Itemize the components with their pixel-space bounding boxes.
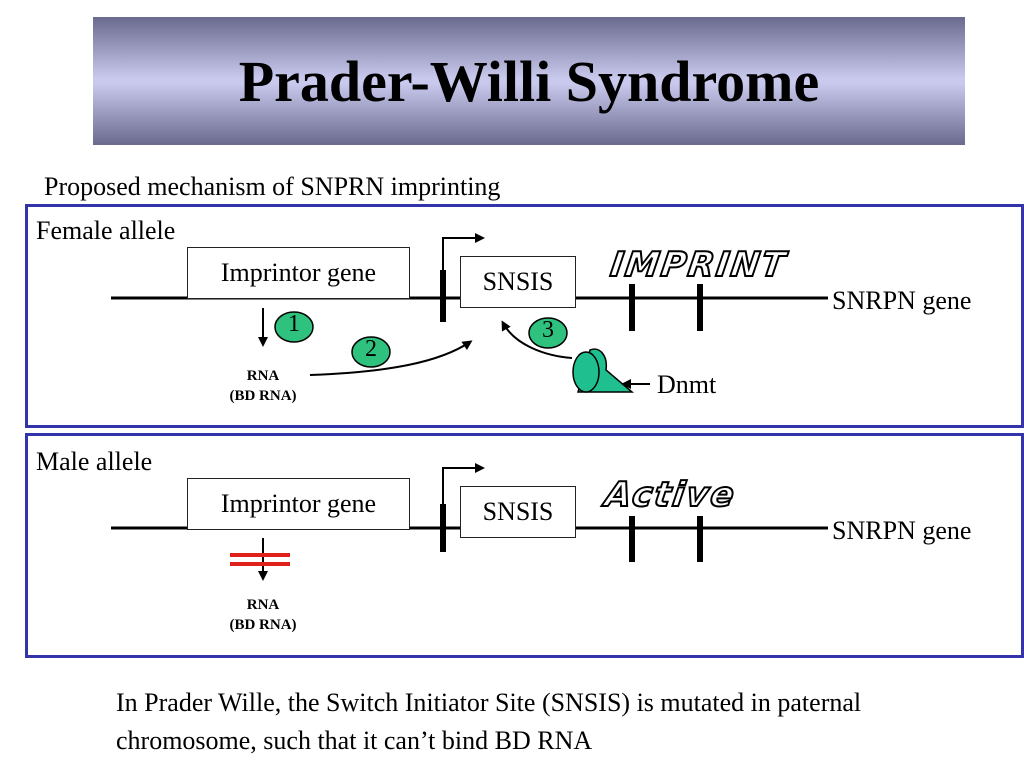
imprint-word: IMPRINT [608,245,790,285]
subtitle: Proposed mechanism of SNPRN imprinting [44,172,501,201]
step-1-circle [274,311,314,343]
male-snrpn-gene-label: SNRPN gene [832,516,972,545]
male-rna-line2: (BD RNA) [229,617,297,633]
male-rna-line1: RNA [246,597,280,613]
female-rna-line2: (BD RNA) [229,388,297,404]
step-1-label: 1 [288,311,300,337]
step-3-circle [528,317,568,349]
female-rna-to-snsis-arrow [309,340,473,376]
step-2-label: 2 [365,336,377,362]
female-snrpn-gene-label: SNRPN gene [832,286,972,315]
female-rna-label: RNA (BD RNA) [205,366,321,406]
male-allele-panel [25,433,1024,658]
female-allele-label: Female allele [36,216,176,245]
male-rna-label: RNA (BD RNA) [205,595,321,635]
active-word: Active [599,475,738,515]
male-transcription-arrow [442,463,485,504]
male-allele-label: Male allele [36,447,153,476]
dnmt-label: Dnmt [657,370,717,399]
female-transcription-arrow [442,233,485,270]
male-imprintor-gene-box: Imprintor gene [187,478,410,530]
step-2-circle [351,336,391,368]
page-title: Prader-Willi Syndrome [238,48,820,114]
footnote: In Prader Wille, the Switch Initiator Si… [116,688,862,755]
dnmt-enzyme-icon [572,348,635,393]
female-allele-panel [25,204,1024,428]
female-rna-line1: RNA [246,368,280,384]
female-dnmt-to-snsis-arrow [501,320,573,359]
title-banner: Prader-Willi Syndrome [93,17,965,145]
female-snsis-box: SNSIS [460,256,576,308]
female-imprintor-gene-box: Imprintor gene [187,247,410,299]
step-3-label: 3 [542,317,554,343]
male-snsis-box: SNSIS [460,486,576,538]
